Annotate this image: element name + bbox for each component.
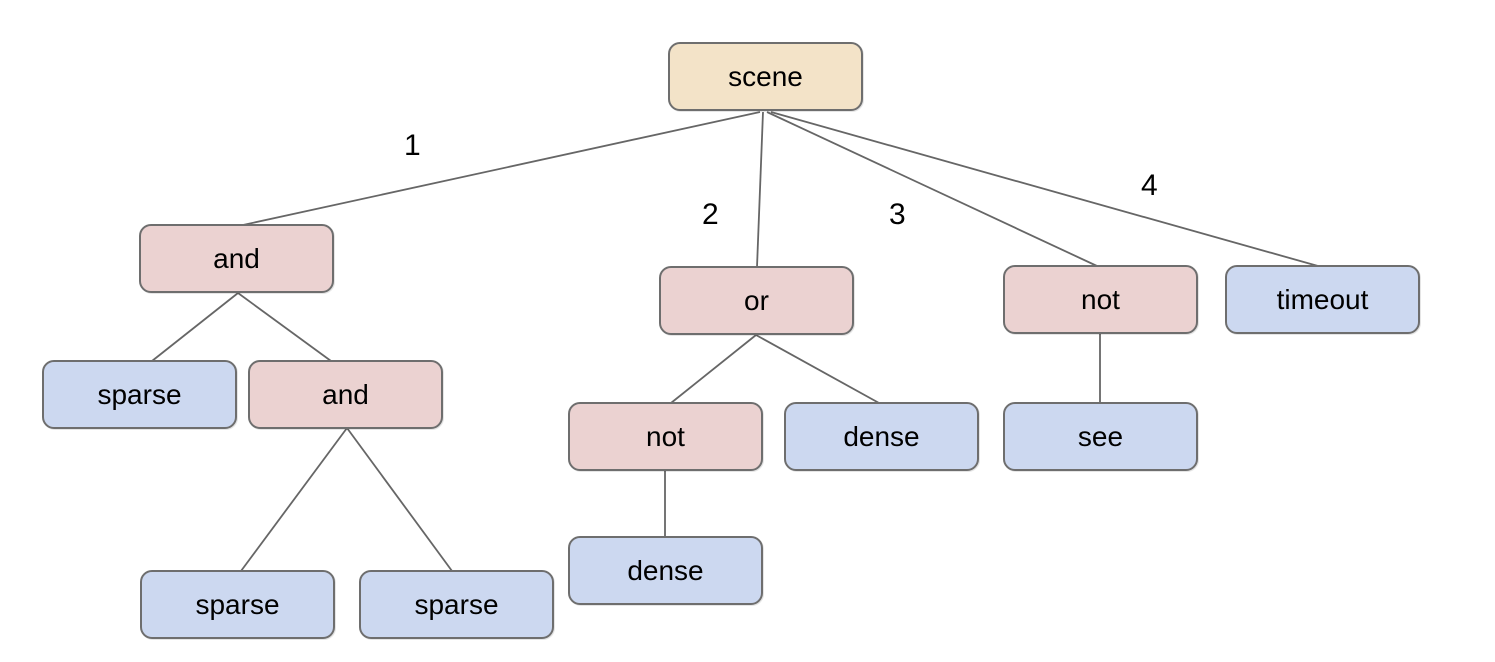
edge-and2-sparse3	[346, 427, 453, 572]
node-dense-2: dense	[568, 536, 763, 605]
node-sparse-1: sparse	[42, 360, 237, 429]
edge-scene-or	[756, 111, 764, 268]
edge-and-sparse	[151, 292, 239, 362]
node-and-1: and	[139, 224, 334, 293]
edge-label-1: 1	[404, 129, 421, 162]
node-sparse-3: sparse	[359, 570, 554, 639]
edge-and-and	[237, 292, 332, 362]
node-or-1: or	[659, 266, 854, 335]
edge-or-not2	[670, 334, 757, 404]
node-sparse-2: sparse	[140, 570, 335, 639]
edge-and2-sparse2	[240, 427, 348, 572]
node-see-1: see	[1003, 402, 1198, 471]
edge-or-dense	[755, 334, 880, 404]
node-timeout: timeout	[1225, 265, 1420, 334]
edge-scene-and	[242, 111, 761, 226]
node-not-2: not	[568, 402, 763, 471]
edge-scene-timeout	[770, 111, 1319, 267]
edge-label-2: 2	[702, 198, 719, 231]
edge-label-4: 4	[1141, 169, 1158, 202]
node-dense-1: dense	[784, 402, 979, 471]
edge-label-3: 3	[889, 198, 906, 231]
node-and-2: and	[248, 360, 443, 429]
node-not-1: not	[1003, 265, 1198, 334]
node-scene: scene	[668, 42, 863, 111]
edge-scene-not	[766, 111, 1098, 267]
